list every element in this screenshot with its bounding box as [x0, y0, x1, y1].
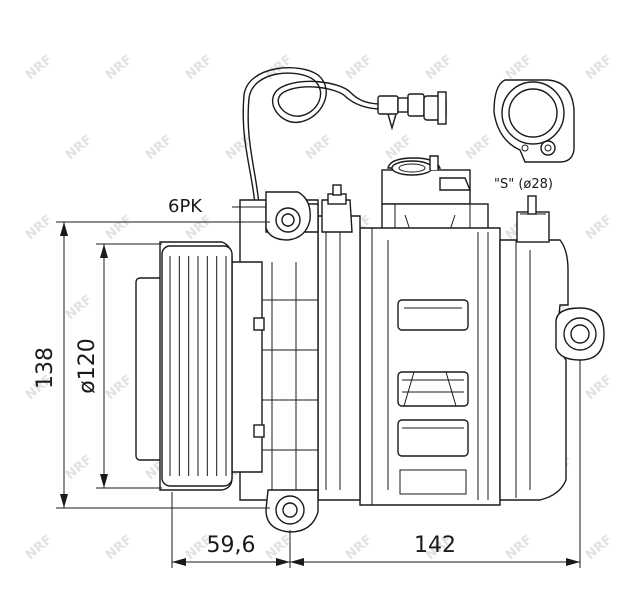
- body-length-dim: 142: [414, 533, 456, 558]
- pulley-offset-dim: 59,6: [207, 533, 256, 558]
- watermark-mark: NRF: [423, 52, 455, 83]
- watermark-mark: NRF: [343, 532, 375, 563]
- clutch-housing: [229, 199, 319, 501]
- overall-height-dim: 138: [33, 347, 58, 389]
- watermark-mark: NRF: [303, 132, 335, 163]
- watermark-mark: NRF: [23, 532, 55, 563]
- lower-mount-ear: [265, 489, 319, 533]
- watermark-mark: NRF: [503, 532, 535, 563]
- pulley-diameter-dim: ø120: [75, 338, 100, 393]
- dimension-lines: [56, 206, 581, 568]
- watermark-mark: NRF: [63, 452, 95, 483]
- wire-harness: [242, 66, 379, 206]
- watermark-mark: NRF: [103, 212, 135, 243]
- watermark-mark: NRF: [103, 372, 135, 403]
- port-note-label: "S" (ø28): [494, 177, 553, 192]
- watermark-mark: NRF: [183, 52, 215, 83]
- watermark-mark: NRF: [63, 292, 95, 323]
- watermark-mark: NRF: [63, 132, 95, 163]
- watermark-mark: NRF: [143, 132, 175, 163]
- watermark-mark: NRF: [463, 132, 495, 163]
- watermark-mark: NRF: [103, 532, 135, 563]
- electrical-connector: [377, 91, 447, 131]
- upper-mount-ear: [265, 191, 311, 241]
- watermark-mark: NRF: [583, 52, 615, 83]
- watermark-mark: NRF: [583, 212, 615, 243]
- watermark-mark: NRF: [23, 212, 55, 243]
- pulley-grooves: [169, 256, 227, 476]
- watermark-mark: NRF: [503, 52, 535, 83]
- compressor-body: [317, 155, 605, 506]
- pulley: [135, 241, 233, 491]
- watermark-mark: NRF: [183, 212, 215, 243]
- watermark-mark: NRF: [583, 372, 615, 403]
- watermark-mark: NRF: [583, 532, 615, 563]
- belt-label: 6PK: [168, 196, 203, 217]
- watermark-mark: NRF: [103, 52, 135, 83]
- watermark-mark: NRF: [343, 52, 375, 83]
- port-detail-s: [493, 79, 575, 163]
- watermark-mark: NRF: [23, 52, 55, 83]
- watermark-mark: NRF: [263, 532, 295, 563]
